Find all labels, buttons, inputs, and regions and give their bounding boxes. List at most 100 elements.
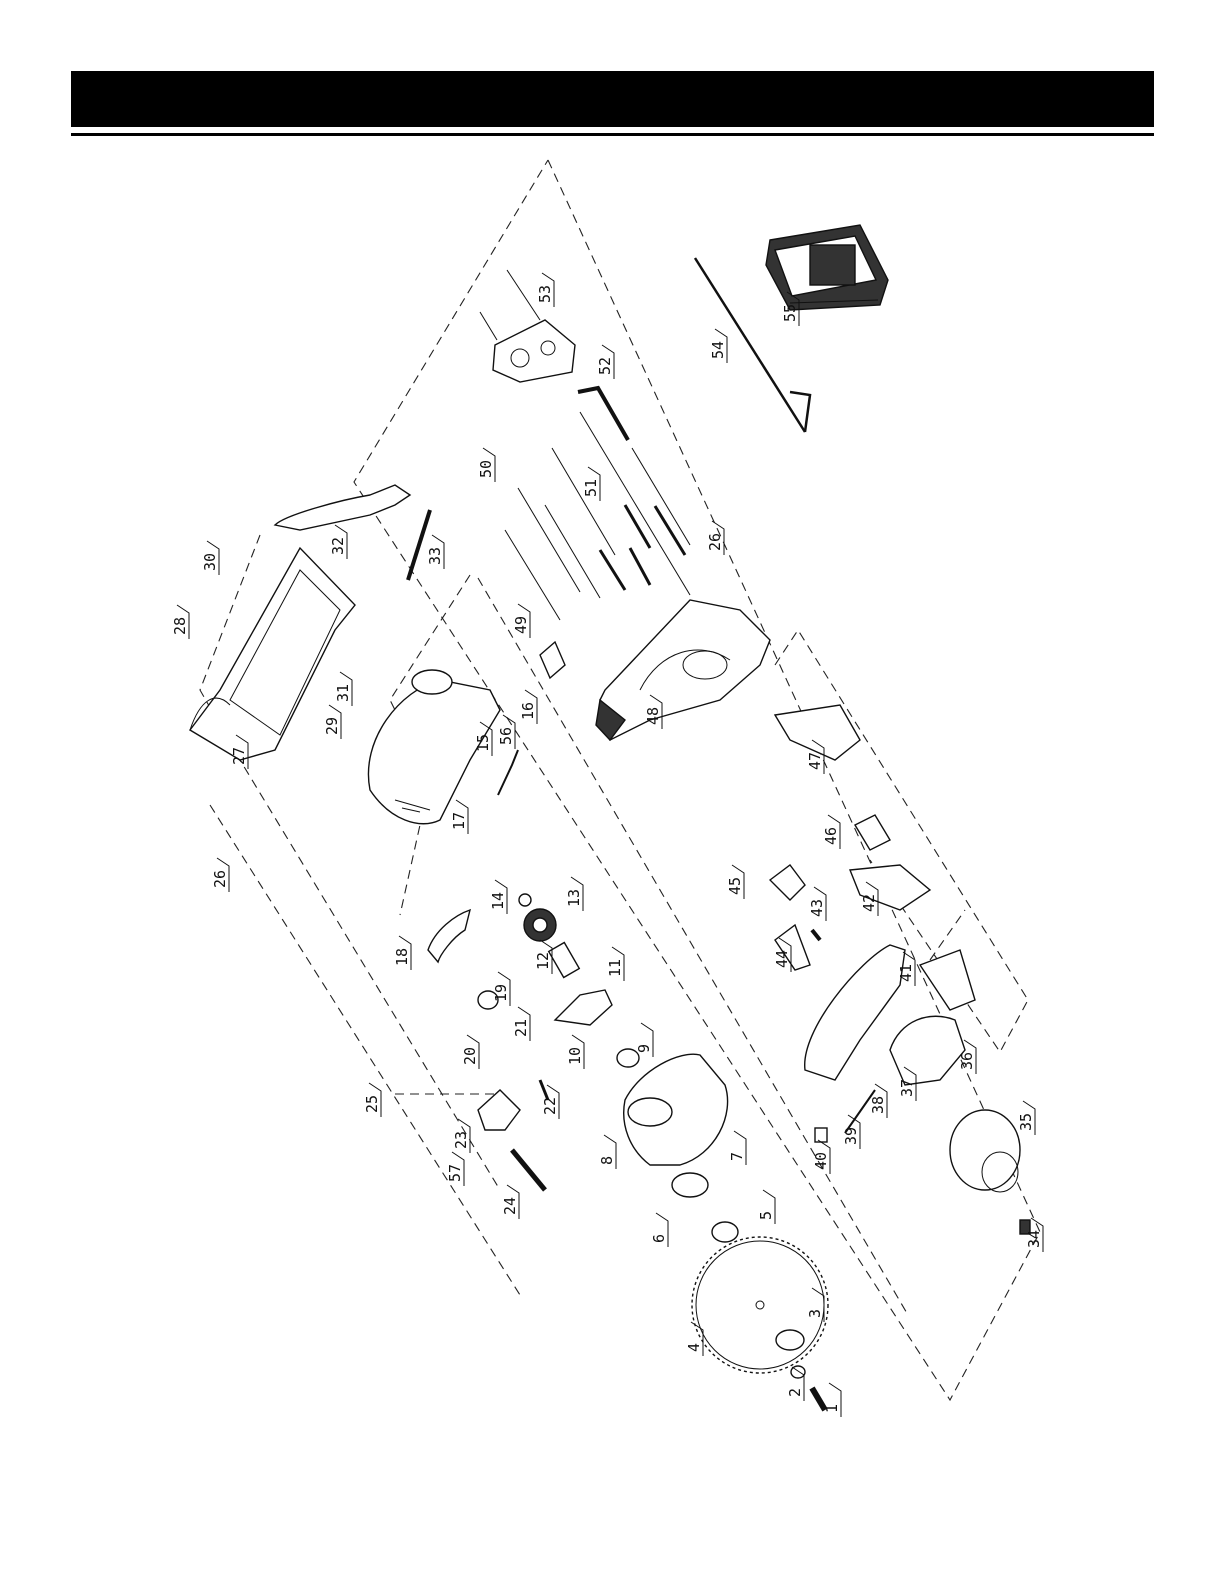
callout-5: 5 xyxy=(757,1190,775,1224)
callout-number: 25 xyxy=(363,1095,381,1113)
battery-mount xyxy=(775,705,860,760)
callout-number: 50 xyxy=(477,460,495,478)
handle-housing xyxy=(805,945,975,1085)
callout-1: 1 xyxy=(823,1383,841,1417)
callout-11: 11 xyxy=(606,947,624,981)
callout-number: 14 xyxy=(489,892,507,910)
callout-number: 21 xyxy=(512,1019,530,1037)
spring-43 xyxy=(812,930,820,940)
knob-40 xyxy=(815,1128,827,1142)
callout-26: 26 xyxy=(211,858,229,892)
callout-26b: 26 xyxy=(706,521,724,555)
callout-number: 12 xyxy=(534,952,552,970)
callout-16: 16 xyxy=(519,690,537,724)
callout-23: 23 xyxy=(452,1119,470,1153)
callout-32: 32 xyxy=(329,525,347,559)
callout-number: 7 xyxy=(728,1152,746,1161)
pin-24 xyxy=(512,1150,545,1190)
spindle xyxy=(549,943,580,978)
callout-number: 36 xyxy=(958,1052,976,1070)
callout-number: 52 xyxy=(596,357,614,375)
callout-43: 43 xyxy=(808,887,826,921)
callout-number: 55 xyxy=(781,304,799,322)
callout-number: 29 xyxy=(323,717,341,735)
drive-gear xyxy=(524,909,556,941)
callout-number: 45 xyxy=(726,877,744,895)
callout-29: 29 xyxy=(323,705,341,739)
guide-strip xyxy=(428,910,470,962)
callout-number: 13 xyxy=(565,889,583,907)
callout-24: 24 xyxy=(501,1185,519,1219)
callout-38: 38 xyxy=(869,1084,887,1118)
callout-number: 16 xyxy=(519,702,537,720)
callout-21: 21 xyxy=(512,1007,530,1041)
callout-number: 10 xyxy=(566,1047,584,1065)
callout-number: 18 xyxy=(393,948,411,966)
callout-number: 20 xyxy=(461,1047,479,1065)
callout-number: 34 xyxy=(1025,1230,1043,1248)
callout-56: 56 xyxy=(497,715,515,749)
callout-number: 15 xyxy=(474,734,492,752)
callout-20: 20 xyxy=(461,1035,479,1069)
callout-53: 53 xyxy=(536,273,554,307)
saw-blade xyxy=(692,1237,828,1373)
callout-54: 54 xyxy=(709,329,727,363)
callout-17: 17 xyxy=(450,800,468,834)
callout-18: 18 xyxy=(393,936,411,970)
lower-blade-guard xyxy=(624,1054,728,1165)
callout-40: 40 xyxy=(812,1140,830,1174)
callout-6: 6 xyxy=(650,1213,668,1247)
callout-39: 39 xyxy=(842,1115,860,1149)
lock-lever xyxy=(275,485,410,530)
callout-number: 17 xyxy=(450,812,468,830)
callout-28: 28 xyxy=(171,605,189,639)
callout-number: 54 xyxy=(709,341,727,359)
housing-screws xyxy=(505,412,690,620)
callout-number: 53 xyxy=(536,285,554,303)
callout-number: 27 xyxy=(230,747,248,765)
callout-19: 19 xyxy=(492,972,510,1006)
callout-number: 47 xyxy=(806,752,824,770)
callout-12: 12 xyxy=(534,940,552,974)
callout-number: 19 xyxy=(492,984,510,1002)
callout-31: 31 xyxy=(334,672,352,706)
callout-number: 2 xyxy=(786,1388,804,1397)
callout-number: 32 xyxy=(329,537,347,555)
callout-51: 51 xyxy=(582,467,600,501)
callout-30: 30 xyxy=(201,541,219,575)
callout-number: 40 xyxy=(812,1152,830,1170)
pivot-shaft xyxy=(408,510,430,580)
callout-number: 43 xyxy=(808,899,826,917)
callout-number: 26 xyxy=(706,533,724,551)
callout-number: 4 xyxy=(685,1343,703,1352)
callout-number: 56 xyxy=(497,727,515,745)
battery-pack xyxy=(766,225,888,310)
label-plate xyxy=(540,642,565,678)
callout-number: 3 xyxy=(806,1309,824,1318)
mount-bracket xyxy=(478,1090,520,1130)
callout-number: 22 xyxy=(541,1097,559,1115)
callout-57: 57 xyxy=(446,1152,464,1186)
callout-number: 23 xyxy=(452,1131,470,1149)
callout-number: 44 xyxy=(773,950,791,968)
callout-number: 39 xyxy=(842,1127,860,1145)
callout-52: 52 xyxy=(596,345,614,379)
callout-49: 49 xyxy=(512,604,530,638)
guard-spring xyxy=(498,750,518,795)
callout-45: 45 xyxy=(726,865,744,899)
callout-number: 48 xyxy=(644,707,662,725)
callout-50: 50 xyxy=(477,448,495,482)
callout-number: 37 xyxy=(898,1079,916,1097)
callout-number: 24 xyxy=(501,1197,519,1215)
end-cap xyxy=(480,270,575,382)
callout-number: 26 xyxy=(211,870,229,888)
callout-7: 7 xyxy=(728,1131,746,1165)
callout-number: 33 xyxy=(426,547,444,565)
callout-number: 5 xyxy=(757,1211,775,1220)
callout-number: 41 xyxy=(897,964,915,982)
callout-number: 42 xyxy=(860,894,878,912)
callout-9: 9 xyxy=(635,1023,653,1057)
guard-bracket xyxy=(555,990,612,1025)
outer-flange xyxy=(672,1173,708,1197)
motor-housing-half xyxy=(596,600,770,740)
